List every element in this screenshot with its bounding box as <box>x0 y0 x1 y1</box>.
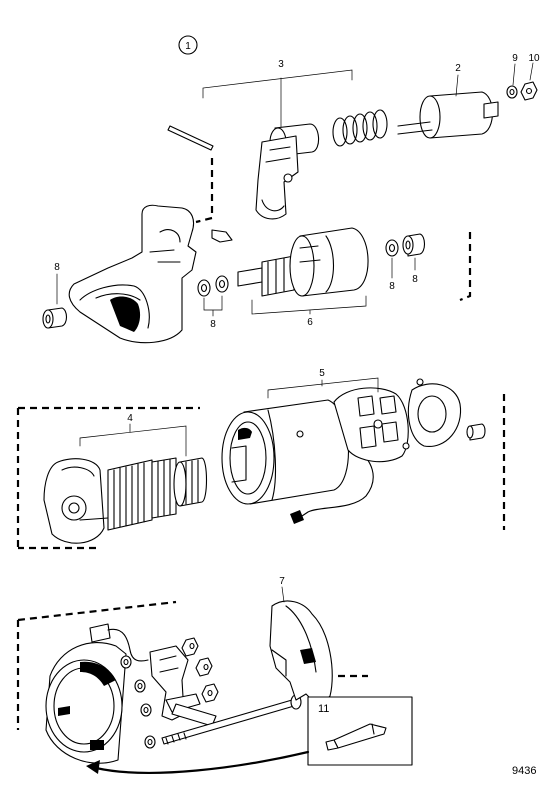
brush-holder-plate <box>333 387 410 463</box>
solenoid-switch <box>397 91 499 139</box>
callout-4: 4 <box>127 413 133 424</box>
assembly-arrow <box>94 750 310 774</box>
group-drive-end: 3 2 <box>42 53 540 344</box>
group-commutator-end: 7 11 <box>16 576 413 774</box>
bushing-8-left <box>42 307 68 329</box>
cable-lug <box>290 510 304 524</box>
terminal-cover <box>269 600 333 707</box>
washer-9 <box>506 85 518 99</box>
pinion-drive-assembly <box>237 227 369 297</box>
callout-3: 3 <box>278 59 284 70</box>
return-spring <box>332 109 388 147</box>
field-frame <box>221 399 349 505</box>
brush-lead-connector <box>89 623 149 662</box>
through-bolt-nut <box>466 423 486 441</box>
commutator-end-bell <box>45 642 127 764</box>
callout-6: 6 <box>307 317 313 328</box>
shift-lever-pin <box>211 229 233 243</box>
shift-fork-lever <box>255 135 299 220</box>
armature <box>43 457 208 544</box>
lubricant-inset: 11 <box>307 696 413 766</box>
solenoid-rod <box>167 125 214 151</box>
washers-8-middle <box>197 275 229 297</box>
group-armature-field: 4 5 <box>16 368 506 550</box>
callout-8a: 8 <box>54 262 60 273</box>
callout-5: 5 <box>319 368 325 379</box>
drive-end-housing <box>68 204 197 344</box>
brush-holder-arm <box>149 645 217 727</box>
callout-7: 7 <box>279 576 285 587</box>
callout-8b: 8 <box>210 319 216 330</box>
callout-8c: 8 <box>389 281 395 292</box>
bushing-8-right <box>402 233 426 257</box>
drawing-number: 9436 <box>512 765 536 777</box>
figure-reference-number: 1 <box>185 41 191 52</box>
callout-9: 9 <box>512 53 518 64</box>
end-cover-plate <box>407 378 462 447</box>
washer-8-right <box>385 239 399 257</box>
callout-11: 11 <box>318 703 329 715</box>
callout-10: 10 <box>528 53 540 64</box>
figure-reference: 1 <box>178 35 198 55</box>
callout-2: 2 <box>455 63 461 74</box>
callout-8d: 8 <box>412 274 418 285</box>
field-lead-wire <box>295 447 374 521</box>
nuts-and-washers <box>120 637 219 749</box>
nut-10 <box>520 81 538 101</box>
